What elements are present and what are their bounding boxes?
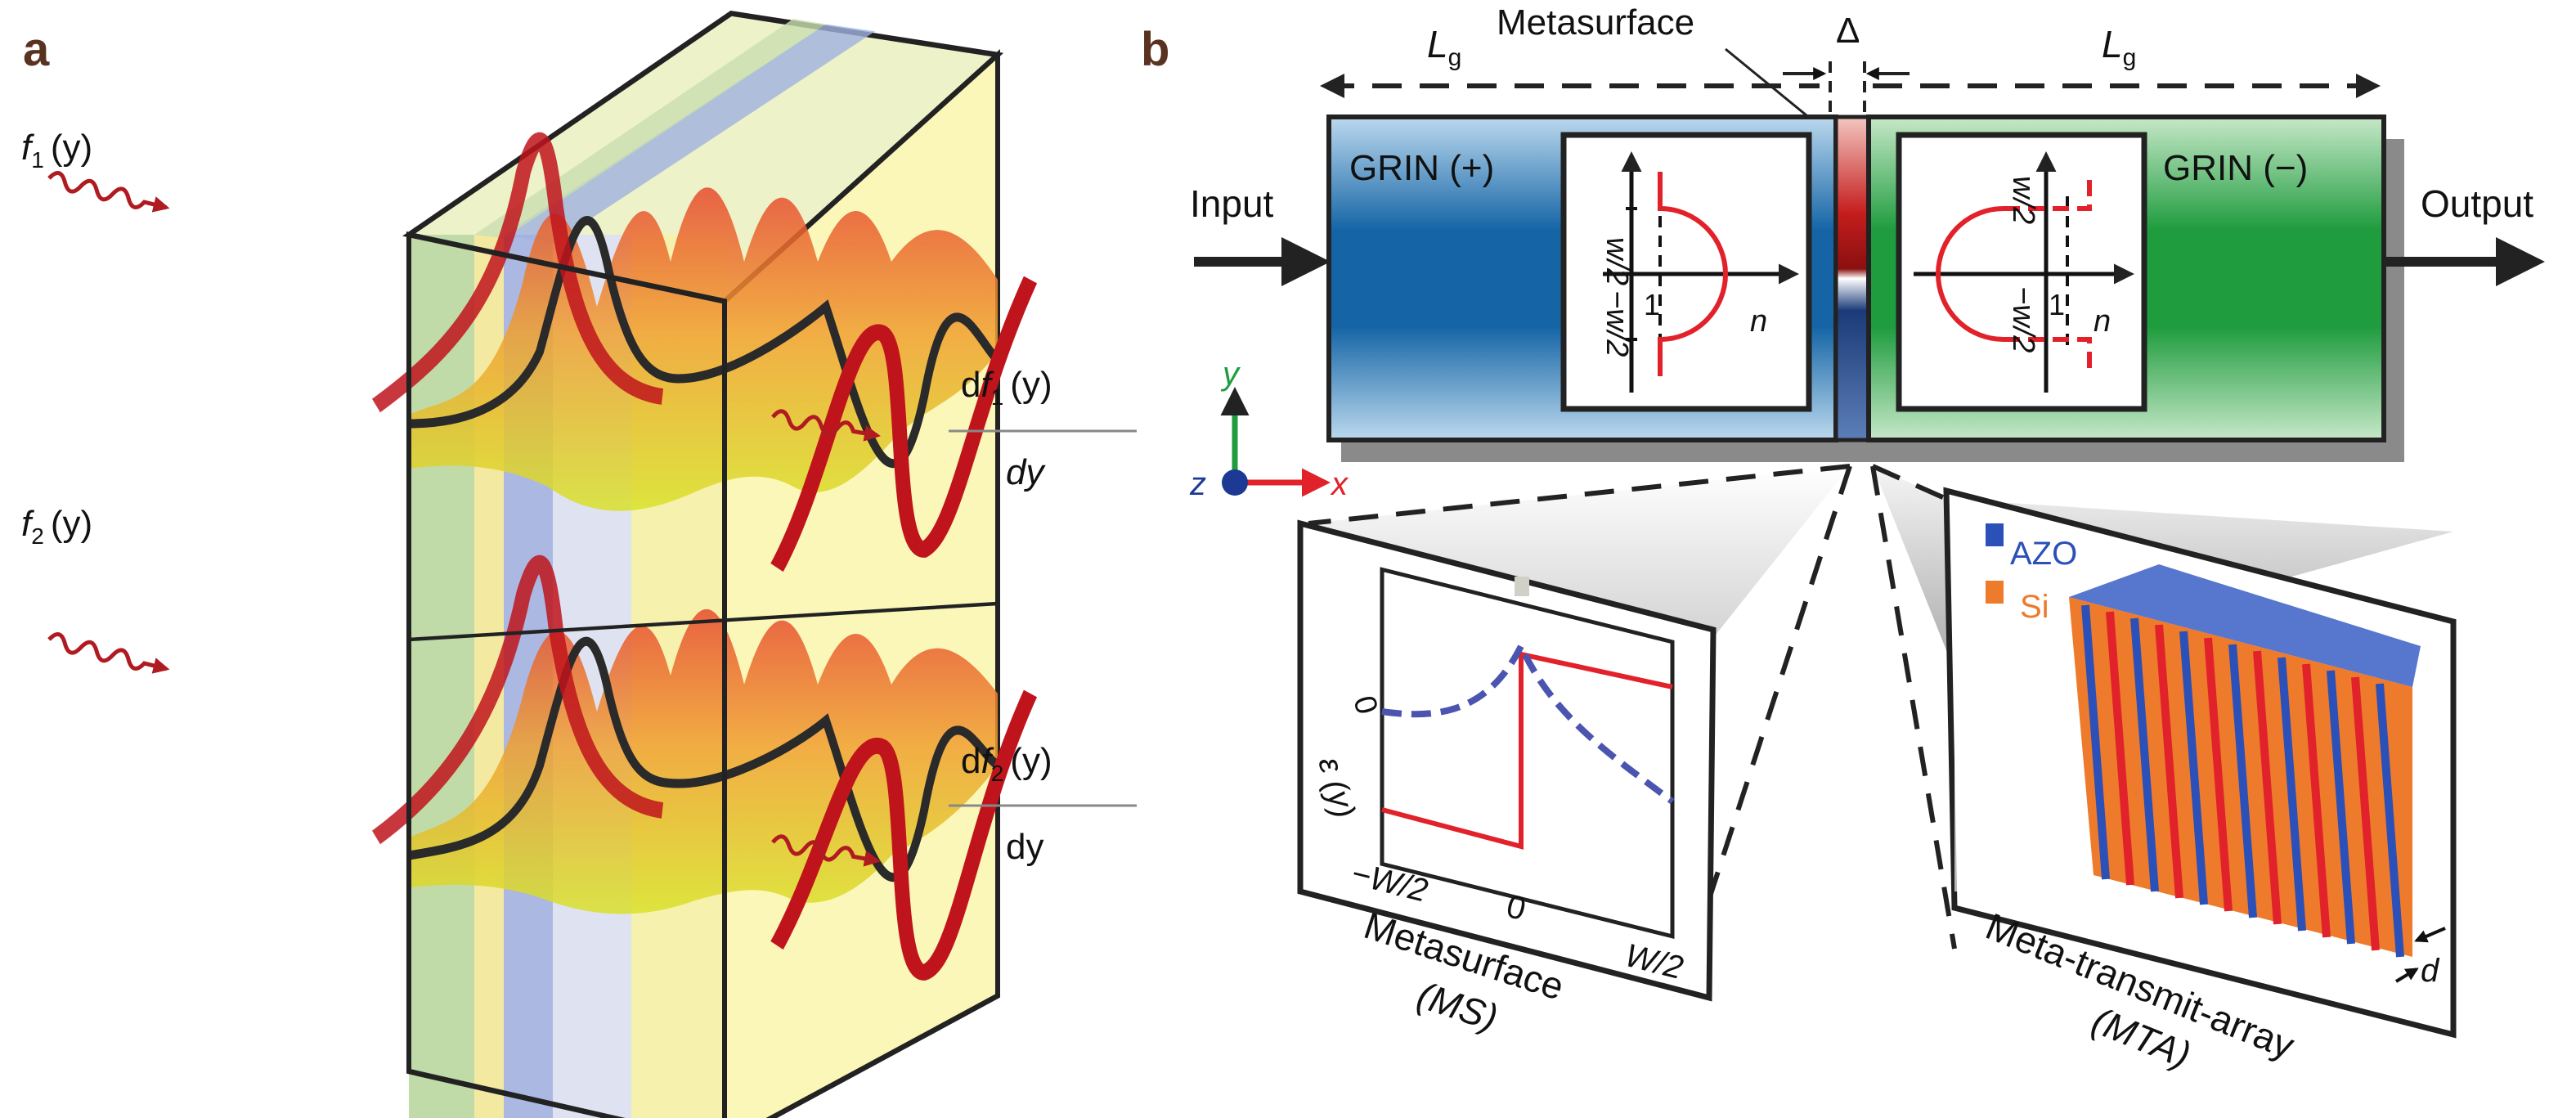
inset-right-n-label: n <box>2094 304 2111 339</box>
inset-right-profile <box>1936 206 2004 342</box>
x-axis-label: x <box>1330 466 1349 502</box>
output-label-1-den: dy <box>1006 452 1046 492</box>
d-arrow-bot <box>2394 968 2419 983</box>
inset-right-step-bot <box>2004 337 2092 376</box>
inset-right: w/2 −w/2 1 n <box>1896 132 2147 412</box>
cone-mta-edge-2 <box>1870 465 1957 950</box>
y-axis-label: y <box>1220 356 1241 392</box>
azo-legend: AZO <box>2010 536 2077 572</box>
azo-swatch <box>1986 523 2004 546</box>
ms-epsilon-dash <box>1381 638 1675 805</box>
wave-curve-lower-dark <box>408 636 1000 882</box>
mta-panel: AZO Si d Meta-transmit-array (MTA) <box>1943 487 2457 1076</box>
input-label-2: f2(y) <box>21 504 92 549</box>
inset-right-one-label: 1 <box>2049 288 2065 321</box>
inset-left-one-label: 1 <box>1644 288 1660 321</box>
wave-curve-lower-red <box>372 555 664 845</box>
block-mid-divider <box>408 601 999 642</box>
grin-minus-label: GRIN (−) <box>2163 148 2308 188</box>
si-swatch <box>1986 581 2004 604</box>
output-label-2-num: df2(y) <box>961 741 1052 786</box>
metasurface-strip <box>1833 114 1871 442</box>
inset-left-n-label: n <box>1750 304 1767 339</box>
input-wave-2 <box>47 632 170 674</box>
mta-top-face <box>2069 564 2421 687</box>
lg-left-label: Lg <box>1427 23 1461 71</box>
metasurface-top-label: Metasurface <box>1497 2 1694 43</box>
cone-ms-edge-2 <box>1699 465 1852 925</box>
coordinate-axes: y z x <box>1189 356 1349 502</box>
output-wave-1 <box>771 409 881 442</box>
mta-stack <box>1954 564 2421 958</box>
input-label-1: f1(y) <box>21 128 92 173</box>
inset-left-profile <box>1658 172 1728 376</box>
input-wave-1 <box>47 171 170 213</box>
ms-plot-frame <box>1297 519 1717 1002</box>
z-axis-dot <box>1222 469 1248 496</box>
mta-fade <box>1954 572 2143 900</box>
d-label: d <box>2421 953 2440 989</box>
grin-plus-label: GRIN (+) <box>1349 148 1494 188</box>
z-axis-label: z <box>1189 466 1206 502</box>
cone-ms-edge-1 <box>1308 464 1851 526</box>
inset-left-bottom-label: −w/2 <box>1600 290 1634 357</box>
wave-curve-upper-dark <box>408 216 1001 469</box>
ms-marker <box>1515 577 1529 596</box>
output-wave-2 <box>771 834 881 867</box>
ms-plot-axes <box>1380 567 1675 939</box>
inset-right-step-top <box>2004 172 2092 211</box>
panel-b: b Lg Lg Δ Metasurface GRIN (+) GRIN (−) … <box>1141 2 2545 1076</box>
top-band-green <box>474 19 826 239</box>
input-label: Input <box>1190 182 1274 225</box>
derivative-curve-upper <box>770 276 1038 572</box>
band-green <box>409 235 474 1118</box>
ms-step-curve <box>1381 651 1673 850</box>
output-label-1-num: df1(y) <box>961 365 1052 410</box>
panel-a-artwork <box>372 10 1038 1118</box>
inset-right-top-label: w/2 <box>2006 176 2040 224</box>
panel-b-label: b <box>1141 23 1169 76</box>
inset-left: w/2 −w/2 1 n <box>1560 132 1812 412</box>
block-front-outline <box>406 231 727 1118</box>
output-label: Output <box>2421 182 2533 225</box>
derivative-curve-lower <box>770 689 1038 981</box>
wave-curve-upper-red <box>372 132 664 413</box>
output-label-2-den: dy <box>1006 827 1043 867</box>
top-band-blue <box>504 24 875 244</box>
delta-label: Δ <box>1836 11 1860 51</box>
wave-surface-lower <box>409 608 998 914</box>
d-arrow-top <box>2414 927 2446 943</box>
inset-right-bottom-label: −w/2 <box>2006 286 2040 352</box>
inset-left-top-label: w/2 <box>1600 237 1634 285</box>
cone-mta-edge-1 <box>1871 464 1948 501</box>
lg-right-label: Lg <box>2102 23 2136 71</box>
si-legend: Si <box>2020 589 2049 625</box>
panel-a: a f1(y) <box>21 10 1137 1118</box>
panel-a-label: a <box>23 23 50 76</box>
